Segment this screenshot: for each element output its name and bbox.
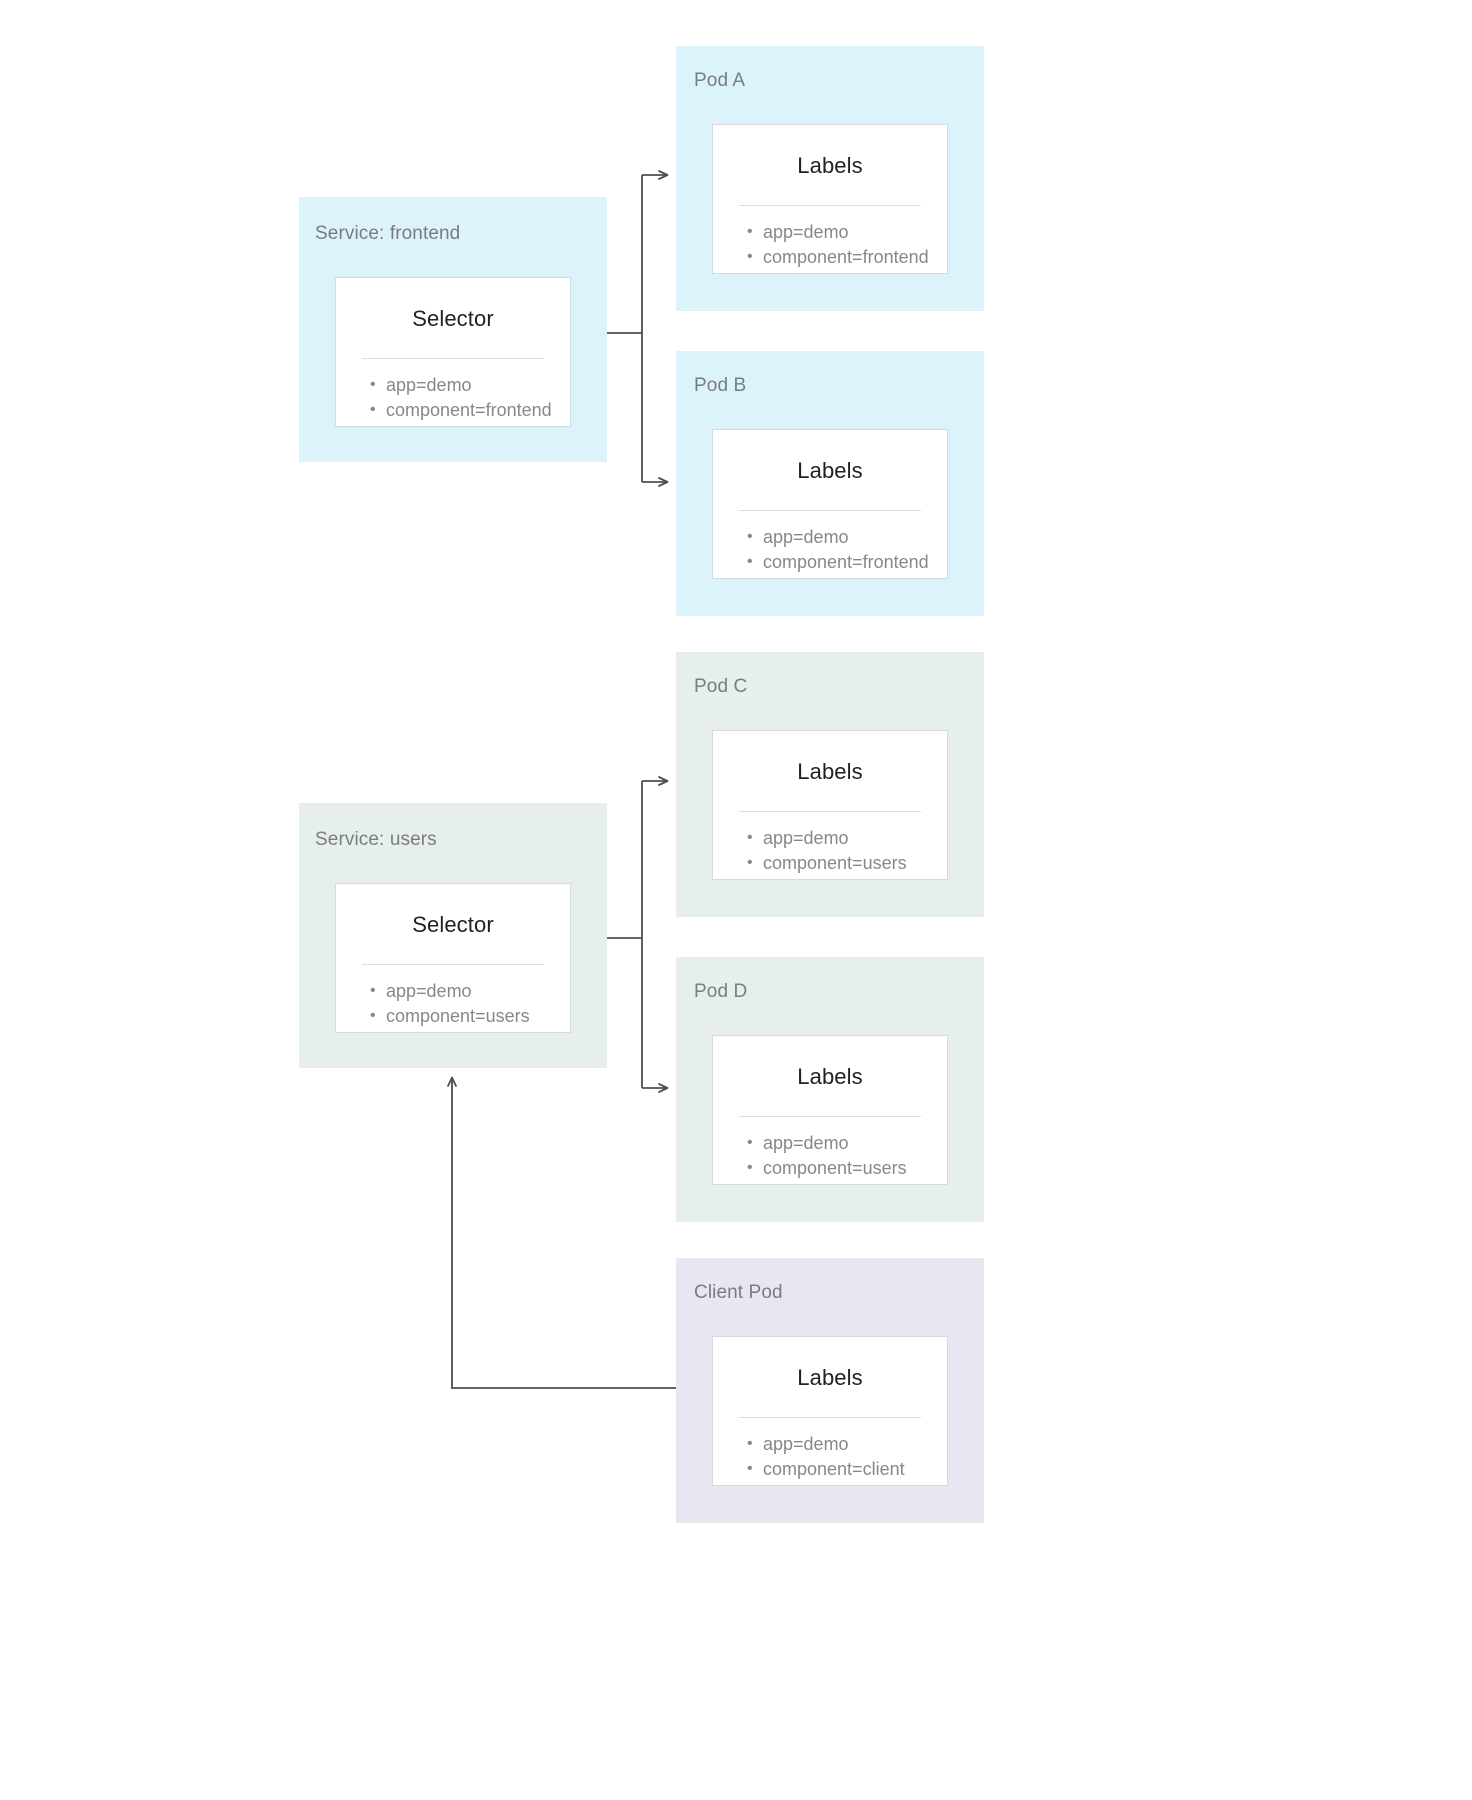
card-divider bbox=[739, 811, 921, 812]
service-frontend-selector-card[interactable]: Selector app=demo component=frontend bbox=[335, 277, 571, 427]
pod-label-list: app=demo component=client bbox=[713, 1418, 947, 1482]
connector-users-to-pods bbox=[607, 776, 669, 1093]
pod-d-group[interactable]: Pod D Labels app=demo component=users bbox=[676, 957, 984, 1222]
selector-card-title: Selector bbox=[412, 912, 494, 937]
service-users-title: Service: users bbox=[315, 829, 437, 850]
pod-d-title: Pod D bbox=[694, 981, 748, 1002]
pod-d-labels-card[interactable]: Labels app=demo component=users bbox=[712, 1035, 948, 1185]
labels-card-title: Labels bbox=[797, 1064, 863, 1089]
pod-b-title: Pod B bbox=[694, 375, 747, 396]
list-item: component=users bbox=[747, 1155, 947, 1181]
service-frontend-group[interactable]: Service: frontend Selector app=demo comp… bbox=[299, 197, 607, 462]
card-divider bbox=[739, 510, 921, 511]
labels-card-title: Labels bbox=[797, 458, 863, 483]
card-divider bbox=[739, 1116, 921, 1117]
list-item: app=demo bbox=[747, 524, 947, 550]
list-item: app=demo bbox=[370, 372, 570, 398]
list-item: component=users bbox=[747, 850, 947, 876]
list-item: component=frontend bbox=[370, 397, 570, 423]
pod-label-list: app=demo component=frontend bbox=[713, 511, 947, 575]
selector-card-title: Selector bbox=[412, 306, 494, 331]
list-item: app=demo bbox=[370, 978, 570, 1004]
pod-a-title: Pod A bbox=[694, 70, 746, 91]
list-item: app=demo bbox=[747, 219, 947, 245]
labels-card-title: Labels bbox=[797, 759, 863, 784]
list-item: component=frontend bbox=[747, 549, 947, 575]
pod-c-title: Pod C bbox=[694, 676, 748, 697]
service-users-group[interactable]: Service: users Selector app=demo compone… bbox=[299, 803, 607, 1068]
pod-label-list: app=demo component=frontend bbox=[713, 206, 947, 270]
card-divider bbox=[739, 1417, 921, 1418]
service-users-selector-card[interactable]: Selector app=demo component=users bbox=[335, 883, 571, 1033]
pod-c-labels-card[interactable]: Labels app=demo component=users bbox=[712, 730, 948, 880]
list-item: app=demo bbox=[747, 1130, 947, 1156]
list-item: app=demo bbox=[747, 825, 947, 851]
pod-c-group[interactable]: Pod C Labels app=demo component=users bbox=[676, 652, 984, 917]
selector-label-list: app=demo component=users bbox=[336, 965, 570, 1029]
client-pod-labels-card[interactable]: Labels app=demo component=client bbox=[712, 1336, 948, 1486]
client-pod-group[interactable]: Client Pod Labels app=demo component=cli… bbox=[676, 1258, 984, 1523]
pod-a-group[interactable]: Pod A Labels app=demo component=frontend bbox=[676, 46, 984, 311]
card-divider bbox=[362, 964, 544, 965]
pod-b-labels-card[interactable]: Labels app=demo component=frontend bbox=[712, 429, 948, 579]
list-item: component=client bbox=[747, 1456, 947, 1482]
list-item: component=frontend bbox=[747, 244, 947, 270]
labels-card-title: Labels bbox=[797, 153, 863, 178]
connector-client-to-users bbox=[447, 1076, 676, 1389]
connector-frontend-to-pods bbox=[607, 170, 669, 487]
list-item: app=demo bbox=[747, 1431, 947, 1457]
client-pod-title: Client Pod bbox=[694, 1282, 783, 1303]
pod-b-group[interactable]: Pod B Labels app=demo component=frontend bbox=[676, 351, 984, 616]
card-divider bbox=[362, 358, 544, 359]
labels-card-title: Labels bbox=[797, 1365, 863, 1390]
pod-label-list: app=demo component=users bbox=[713, 1117, 947, 1181]
list-item: component=users bbox=[370, 1003, 570, 1029]
pod-label-list: app=demo component=users bbox=[713, 812, 947, 876]
pod-a-labels-card[interactable]: Labels app=demo component=frontend bbox=[712, 124, 948, 274]
service-frontend-title: Service: frontend bbox=[315, 223, 461, 244]
card-divider bbox=[739, 205, 921, 206]
selector-label-list: app=demo component=frontend bbox=[336, 359, 570, 423]
